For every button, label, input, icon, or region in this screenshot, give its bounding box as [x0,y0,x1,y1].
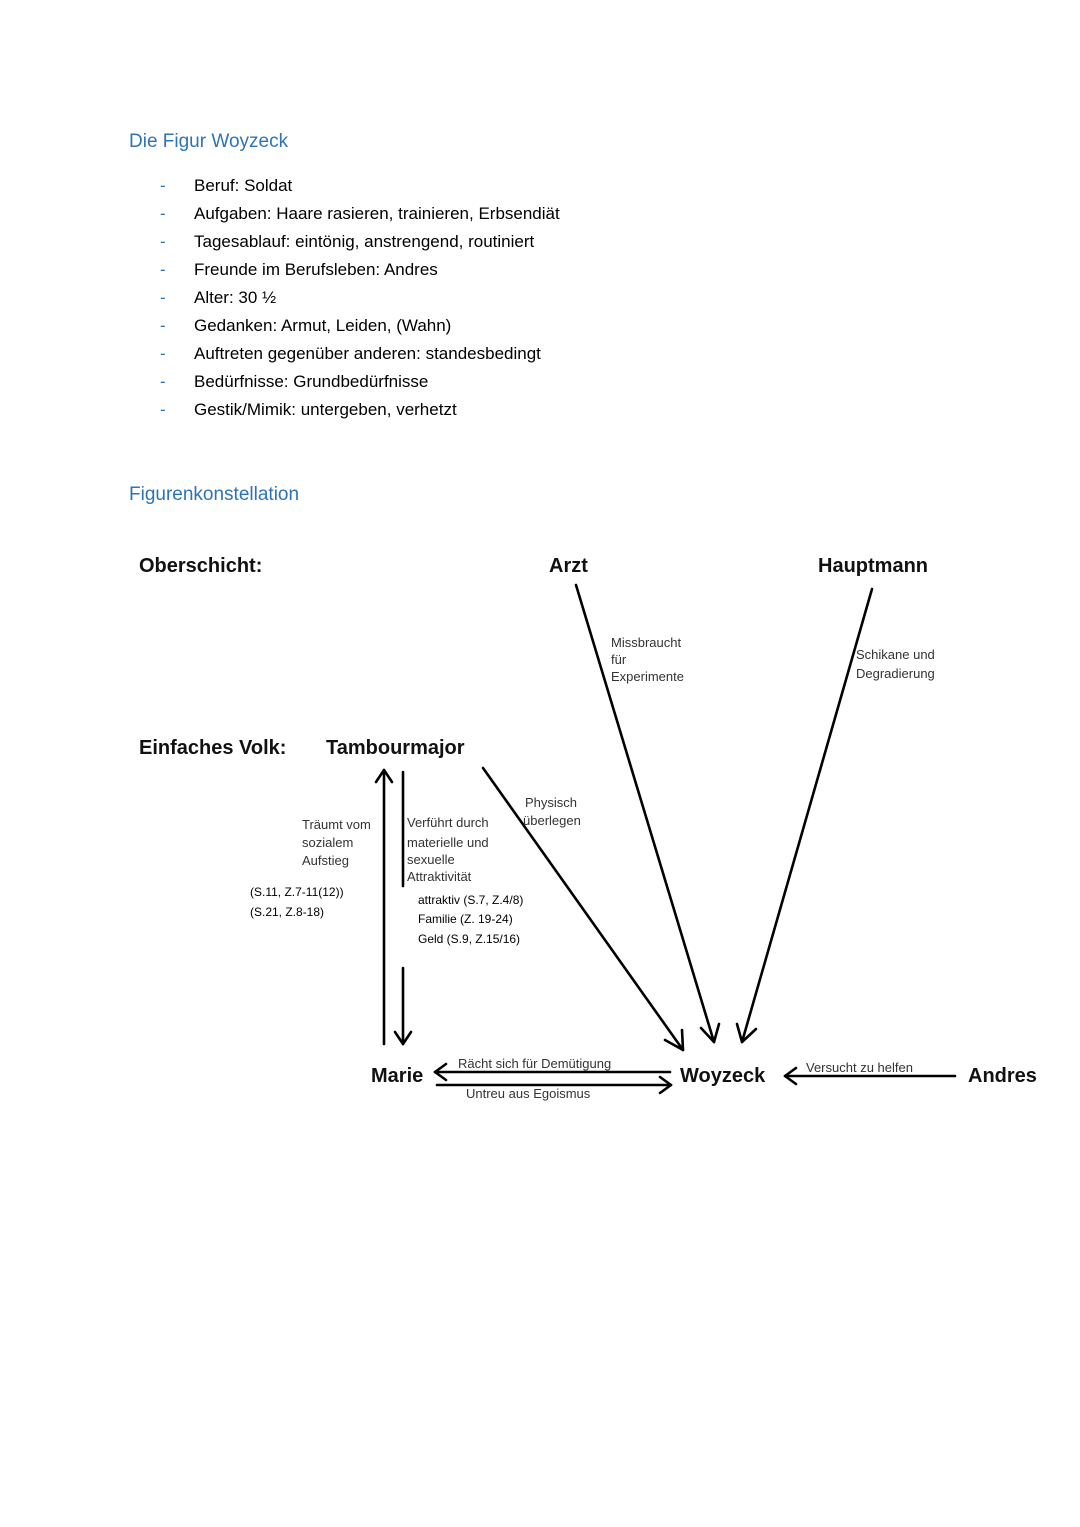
list-item-text: Tagesablauf: eintönig, anstrengend, rout… [194,232,535,251]
node-woyzeck: Woyzeck [680,1065,766,1087]
list-item: - Auftreten gegenüber anderen: standesbed… [160,342,560,370]
node-arzt: Arzt [549,555,588,577]
node-andres: Andres [968,1065,1037,1087]
list-item: - Alter: 30 ½ [160,286,560,314]
edge-arzt-woyzeck: Missbraucht für Experimente [574,583,721,1044]
reference-note: Geld (S.9, Z.15/16) [418,932,520,946]
group-label-upper-class: Oberschicht: [139,555,262,577]
list-item: - Tagesablauf: eintönig, anstrengend, rou… [160,230,560,258]
bullet-dash: - [160,176,166,195]
section-title-figur: Die Figur Woyzeck [129,131,289,152]
bullet-dash: - [160,344,166,363]
arrowhead [699,1022,721,1044]
edge-label: Missbraucht [611,635,681,650]
list-item-text: Aufgaben: Haare rasieren, trainieren, Er… [194,204,560,223]
arrowhead [735,1022,758,1044]
list-item: - Bedürfnisse: Grundbedürfnisse [160,370,560,398]
edge-label: Attraktivität [407,869,472,884]
edge-label: Verführt durch [407,815,489,830]
edge-label: Degradierung [856,666,935,681]
bullet-dash: - [160,260,166,279]
character-traits-list: - Beruf: Soldat - Aufgaben: Haare rasieren… [160,174,560,426]
arrowhead [393,1030,413,1046]
arrowhead [433,1062,448,1082]
list-item-text: Beruf: Soldat [194,176,293,195]
edge-label: Schikane und [856,647,935,662]
edge-line [574,583,716,1044]
list-item: - Gedanken: Armut, Leiden, (Wahn) [160,314,560,342]
edge-marie-woyzeck: Untreu aus Egoismus [435,1075,673,1101]
section-title-konstellation: Figurenkonstellation [129,484,300,505]
list-item-text: Freunde im Berufsleben: Andres [194,260,438,279]
bullet-dash: - [160,288,166,307]
edge-label: sexuelle [407,852,455,867]
edge-line [740,587,874,1044]
list-item-text: Auftreten gegenüber anderen: standesbedi… [194,344,541,363]
arrowhead [374,768,394,784]
edge-hauptmann-woyzeck: Schikane und Degradierung [735,587,935,1044]
list-item-text: Gedanken: Armut, Leiden, (Wahn) [194,316,452,335]
reference-note: (S.11, Z.7-11(12)) [250,885,344,899]
edge-tambourmajor-marie: Verführt durch materielle und sexuelle A… [393,770,489,1046]
arrowhead [658,1075,673,1095]
edge-label: Träumt vom [302,817,371,832]
list-item: - Beruf: Soldat [160,174,560,202]
arrowhead [783,1066,798,1086]
edge-marie-tambourmajor: Träumt vom sozialem Aufstieg [302,768,394,1046]
bullet-dash: - [160,232,166,251]
reference-note: Familie (Z. 19-24) [418,912,513,926]
list-item: - Aufgaben: Haare rasieren, trainieren, E… [160,202,560,230]
bullet-dash: - [160,372,166,391]
node-hauptmann: Hauptmann [818,555,928,577]
list-item-text: Bedürfnisse: Grundbedürfnisse [194,372,429,391]
edge-label: Untreu aus Egoismus [466,1086,591,1101]
edge-andres-woyzeck: Versucht zu helfen [783,1060,957,1086]
edge-label: Rächt sich für Demütigung [458,1056,611,1071]
edge-label: Versucht zu helfen [806,1060,913,1075]
edge-line [481,766,685,1052]
edge-label: materielle und [407,835,489,850]
list-item: - Gestik/Mimik: untergeben, verhetzt [160,398,560,426]
bullet-dash: - [160,400,166,419]
edge-label: Physisch [525,795,577,810]
character-constellation-diagram: Oberschicht: Einfaches Volk: Arzt Hauptm… [139,555,1037,1101]
node-marie: Marie [371,1065,423,1087]
edge-label: Aufstieg [302,853,349,868]
edge-label: sozialem [302,835,353,850]
list-item-text: Alter: 30 ½ [194,288,277,307]
bullet-dash: - [160,316,166,335]
edge-label: überlegen [523,813,581,828]
reference-note: attraktiv (S.7, Z.4/8) [418,893,523,907]
edge-tambourmajor-woyzeck: Physisch überlegen [481,766,685,1052]
node-tambourmajor: Tambourmajor [326,737,465,759]
group-label-common-people: Einfaches Volk: [139,737,286,759]
edge-label: Experimente [611,669,684,684]
edge-label: für [611,652,627,667]
bullet-dash: - [160,204,166,223]
reference-note: (S.21, Z.8-18) [250,905,324,919]
arrowhead [663,1028,685,1052]
edge-woyzeck-marie: Rächt sich für Demütigung [433,1056,672,1082]
list-item: - Freunde im Berufsleben: Andres [160,258,560,286]
list-item-text: Gestik/Mimik: untergeben, verhetzt [194,400,457,419]
